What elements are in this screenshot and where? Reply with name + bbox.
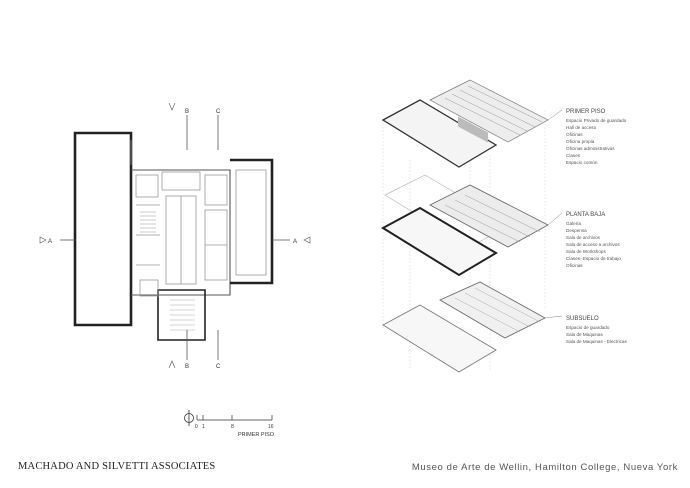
scale-title: PRIMER PISO bbox=[238, 432, 275, 438]
legend-primer-piso: PRIMER PISO Espacio Privado de guardado … bbox=[566, 109, 627, 165]
plan-stairs bbox=[140, 211, 195, 331]
plan-west-wing bbox=[73, 131, 133, 327]
scale-tick-1: 1 bbox=[202, 424, 205, 430]
firm-name: MACHADO AND SILVETTI ASSOCIATES bbox=[18, 461, 216, 472]
axo-level-primer-piso bbox=[381, 79, 549, 168]
legend-item: Espacio común bbox=[566, 160, 598, 165]
section-mark-a-right: A bbox=[293, 239, 297, 245]
legend-planta-baja: PLANTA BAJA Galería Despensa Sala de arc… bbox=[566, 212, 621, 268]
legend-item: Espacio Privado de guardado bbox=[566, 118, 627, 123]
axo-level-planta-baja bbox=[381, 174, 549, 277]
plan-interior-walls bbox=[135, 169, 267, 297]
section-mark-b-bottom: B bbox=[185, 364, 189, 370]
axo-level-subsuelo bbox=[382, 281, 546, 373]
floor-plan bbox=[60, 115, 290, 360]
legend-item: Sala de Workshops bbox=[566, 249, 606, 254]
legend-item: Oficinas bbox=[566, 263, 583, 268]
plan-section-lines bbox=[60, 115, 290, 360]
section-mark-a-left: A bbox=[48, 239, 52, 245]
legend-item: Sala de archivos bbox=[566, 235, 601, 240]
legend-item: Hall de acceso bbox=[566, 125, 597, 130]
section-arrow-left-icon bbox=[39, 236, 47, 244]
plan-south-annex bbox=[157, 289, 206, 341]
legend-item: Oficina propia bbox=[566, 139, 595, 144]
legend-item: Sala de acceso a archivos bbox=[566, 242, 620, 247]
north-arrow-icon bbox=[184, 410, 194, 426]
section-arrow-top-icon bbox=[168, 102, 176, 111]
legend-item: Despensa bbox=[566, 228, 587, 233]
legend-item: Sala de Maquinas - Electricas bbox=[566, 339, 627, 344]
project-title: Museo de Arte de Wellin, Hamilton Colleg… bbox=[411, 462, 678, 473]
legend-item: Oficinas bbox=[566, 132, 583, 137]
legend-item: Clases- Espacio de trabajo bbox=[566, 256, 621, 261]
section-mark-b-top: B bbox=[185, 109, 189, 115]
legend-title-primer-piso: PRIMER PISO bbox=[566, 109, 606, 115]
plan-central-core bbox=[131, 169, 231, 296]
section-arrow-bottom-icon bbox=[168, 360, 176, 369]
scale-bar bbox=[196, 415, 273, 421]
scale-tick-0: 0 bbox=[195, 424, 198, 430]
legend-item: Clases bbox=[566, 153, 581, 158]
scale-tick-16: 16 bbox=[268, 424, 274, 430]
legend-item: Sala de Maquinas bbox=[566, 332, 603, 337]
legend-item: Oficinas administrativas bbox=[566, 146, 615, 151]
legend-title-planta-baja: PLANTA BAJA bbox=[566, 212, 605, 218]
section-arrow-right-icon bbox=[303, 236, 311, 244]
legend-subsuelo: SUBSUELO Espacio de guardado Sala de Maq… bbox=[566, 316, 627, 344]
legend-item: Espacio de guardado bbox=[566, 325, 610, 330]
legend-title-subsuelo: SUBSUELO bbox=[566, 316, 599, 322]
legend-item: Galería bbox=[566, 221, 582, 226]
scale-tick-8: 8 bbox=[231, 424, 234, 430]
axo-leader-lines bbox=[544, 109, 563, 319]
section-mark-c-top: C bbox=[216, 109, 221, 115]
section-mark-c-bottom: C bbox=[216, 364, 221, 370]
exploded-axonometric bbox=[381, 79, 563, 373]
plan-east-wing bbox=[230, 158, 274, 285]
